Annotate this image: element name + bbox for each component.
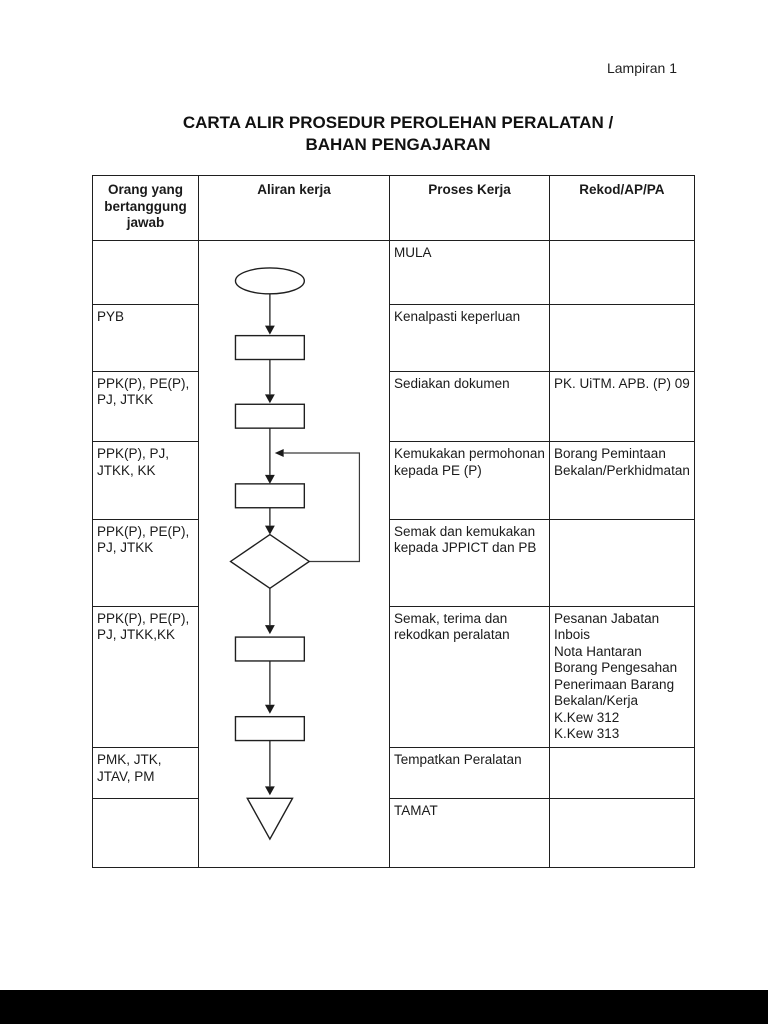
cell-responsible: PPK(P), PE(P), PJ, JTKK <box>92 518 199 607</box>
arrow-down-icon <box>264 785 275 795</box>
cell-record <box>549 518 695 607</box>
process-rect-5 <box>234 715 306 741</box>
flowchart <box>229 266 361 840</box>
process-rect-3 <box>234 482 306 508</box>
arrow-left-icon <box>274 448 284 457</box>
start-oval <box>234 266 306 295</box>
cell-record <box>549 797 695 869</box>
table-row: PPK(P), PE(P), PJ, JTKK,KK Semak, terima… <box>92 605 695 749</box>
corner-label: Lampiran 1 <box>606 60 677 76</box>
flowchart-cell <box>198 240 390 868</box>
table-header-row: Orang yang bertanggung jawab Aliran kerj… <box>92 175 695 241</box>
header-responsible: Orang yang bertanggung jawab <box>92 175 199 241</box>
table-row: PYB Kenalpasti keperluan <box>92 304 695 372</box>
header-process: Proses Kerja <box>389 175 550 241</box>
process-rect-1 <box>234 334 306 360</box>
cell-responsible: PYB <box>92 304 199 372</box>
cell-responsible <box>92 239 199 306</box>
arrow-down-icon <box>264 393 275 403</box>
table-row: PPK(P), PJ, JTKK, KK Kemukakan permohona… <box>92 441 695 520</box>
table-row: PPK(P), PE(P), PJ, JTKK Sediakan dokumen… <box>92 370 695 443</box>
header-record: Rekod/AP/PA <box>549 175 695 241</box>
cell-process: Sediakan dokumen <box>389 370 550 443</box>
procedure-table: Orang yang bertanggung jawab Aliran kerj… <box>92 175 695 869</box>
loop-line <box>283 451 361 562</box>
table-row: PMK, JTK, JTAV, PM Tempatkan Peralatan <box>92 747 695 799</box>
table-row: PPK(P), PE(P), PJ, JTKK Semak dan kemuka… <box>92 518 695 607</box>
table-row: MULA <box>92 239 695 868</box>
footer-bar <box>0 990 768 1024</box>
table-row: TAMAT <box>92 797 695 869</box>
arrow-down-icon <box>264 325 275 335</box>
cell-responsible: PMK, JTK, JTAV, PM <box>92 747 199 799</box>
arrow-down-icon <box>264 474 275 484</box>
cell-process: Kemukakan permohonan kepada PE (P) <box>389 441 550 520</box>
cell-record: PK. UiTM. APB. (P) 09 <box>549 370 695 443</box>
cell-record <box>549 304 695 372</box>
cell-process: Semak, terima dan rekodkan peralatan <box>389 605 550 749</box>
arrow-down-icon <box>264 525 275 535</box>
cell-responsible: PPK(P), PJ, JTKK, KK <box>92 441 199 520</box>
cell-process: MULA <box>389 239 550 306</box>
arrow-down-icon <box>264 704 275 714</box>
process-rect-4 <box>234 635 306 662</box>
cell-process: TAMAT <box>389 797 550 869</box>
cell-process: Tempatkan Peralatan <box>389 747 550 799</box>
page-title: CARTA ALIR PROSEDUR PEROLEHAN PERALATAN … <box>182 113 614 154</box>
cell-responsible <box>92 797 199 869</box>
cell-record <box>549 747 695 799</box>
cell-process: Semak dan kemukakan kepada JPPICT dan PB <box>389 518 550 607</box>
arrow-down-icon <box>264 624 275 634</box>
header-workflow: Aliran kerja <box>198 175 390 241</box>
cell-record <box>549 239 695 306</box>
end-triangle <box>246 797 294 840</box>
cell-responsible: PPK(P), PE(P), PJ, JTKK,KK <box>92 605 199 749</box>
cell-record: Borang Pemintaan Bekalan/Perkhidmatan <box>549 441 695 520</box>
cell-record: Pesanan Jabatan Inbois Nota Hantaran Bor… <box>549 605 695 749</box>
cell-responsible: PPK(P), PE(P), PJ, JTKK <box>92 370 199 443</box>
decision-diamond <box>229 533 311 589</box>
process-rect-2 <box>234 403 306 429</box>
cell-process: Kenalpasti keperluan <box>389 304 550 372</box>
